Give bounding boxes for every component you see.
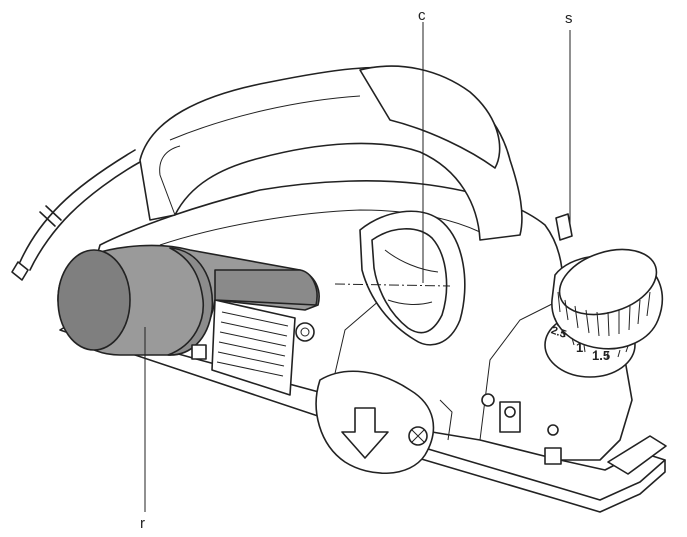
dust-bag xyxy=(57,244,320,356)
chip-ejection-window xyxy=(359,210,466,346)
depth-scale-ticks xyxy=(554,317,629,360)
knob-ridges xyxy=(557,291,651,337)
depth-scale-label-1: 1 xyxy=(576,340,583,355)
vent-grille xyxy=(191,299,315,396)
depth-scale-label-2-5: 2.5 xyxy=(549,324,567,341)
callout-label-r: r xyxy=(140,515,145,532)
handle xyxy=(139,65,523,241)
switch-lock-button xyxy=(555,213,573,241)
callout-label-c: c xyxy=(418,7,426,24)
axis-line xyxy=(334,283,451,287)
depth-adjustment-knob xyxy=(544,248,664,378)
housing-side-details xyxy=(439,393,562,465)
depth-scale-label-1-5: 1.5 xyxy=(592,348,610,363)
arrow-down-icon xyxy=(341,407,389,459)
callout-lines xyxy=(144,22,571,512)
power-cord xyxy=(11,149,141,281)
callout-label-s: s xyxy=(565,10,573,27)
belt-cover xyxy=(315,370,435,474)
